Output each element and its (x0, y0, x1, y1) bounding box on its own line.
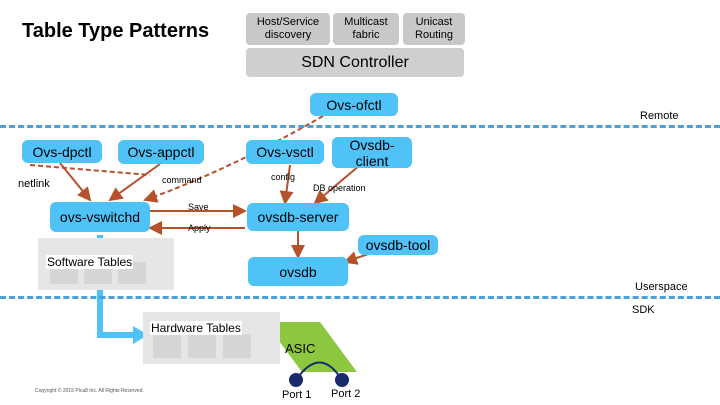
sdk-label: SDK (632, 304, 655, 316)
hardware-tables-label: Hardware Tables (150, 321, 242, 335)
ovs-appctl: Ovs-appctl (118, 140, 204, 164)
app-multicast-fabric: Multicast fabric (333, 13, 399, 45)
sdn-controller: SDN Controller (246, 48, 464, 77)
port-2-label: Port 2 (331, 388, 361, 400)
hw-table-2 (188, 334, 216, 358)
ovsdb-tool: ovsdb-tool (358, 235, 438, 255)
port-2-icon (335, 373, 349, 387)
db-operation-label: DB operation (313, 183, 366, 193)
remote-label: Remote (640, 110, 679, 122)
hw-table-3 (223, 334, 251, 358)
port-1-label: Port 1 (282, 389, 312, 401)
ovsdb-client: Ovsdb-client (332, 137, 412, 169)
ovs-vswitchd: ovs-vswitchd (50, 202, 150, 232)
userspace-divider (0, 296, 720, 299)
software-tables-label: Software Tables (46, 255, 134, 269)
asic-label: ASIC (285, 341, 316, 356)
command-label: command (162, 175, 202, 185)
asic-shape (265, 322, 357, 372)
netlink-label: netlink (18, 178, 50, 190)
app-host-service-discovery: Host/Service discovery (246, 13, 330, 45)
ovs-ofctl: Ovs-ofctl (310, 93, 398, 116)
copyright-text: Copyright © 2015 Pica8 Inc. All Rights R… (35, 388, 144, 394)
userspace-label: Userspace (635, 281, 688, 293)
ovsdb-server: ovsdb-server (247, 203, 349, 231)
app-unicast-routing: Unicast Routing (403, 13, 465, 45)
ovsdb: ovsdb (248, 257, 348, 286)
hw-table-1 (153, 334, 181, 358)
save-label: Save (188, 202, 209, 212)
apply-label: Apply (188, 223, 211, 233)
ovs-dpctl: Ovs-dpctl (22, 140, 102, 163)
ovs-vsctl: Ovs-vsctl (246, 140, 324, 164)
port-1-icon (289, 373, 303, 387)
page-title: Table Type Patterns (22, 20, 210, 42)
remote-divider (0, 125, 720, 128)
config-label: config (271, 172, 296, 182)
